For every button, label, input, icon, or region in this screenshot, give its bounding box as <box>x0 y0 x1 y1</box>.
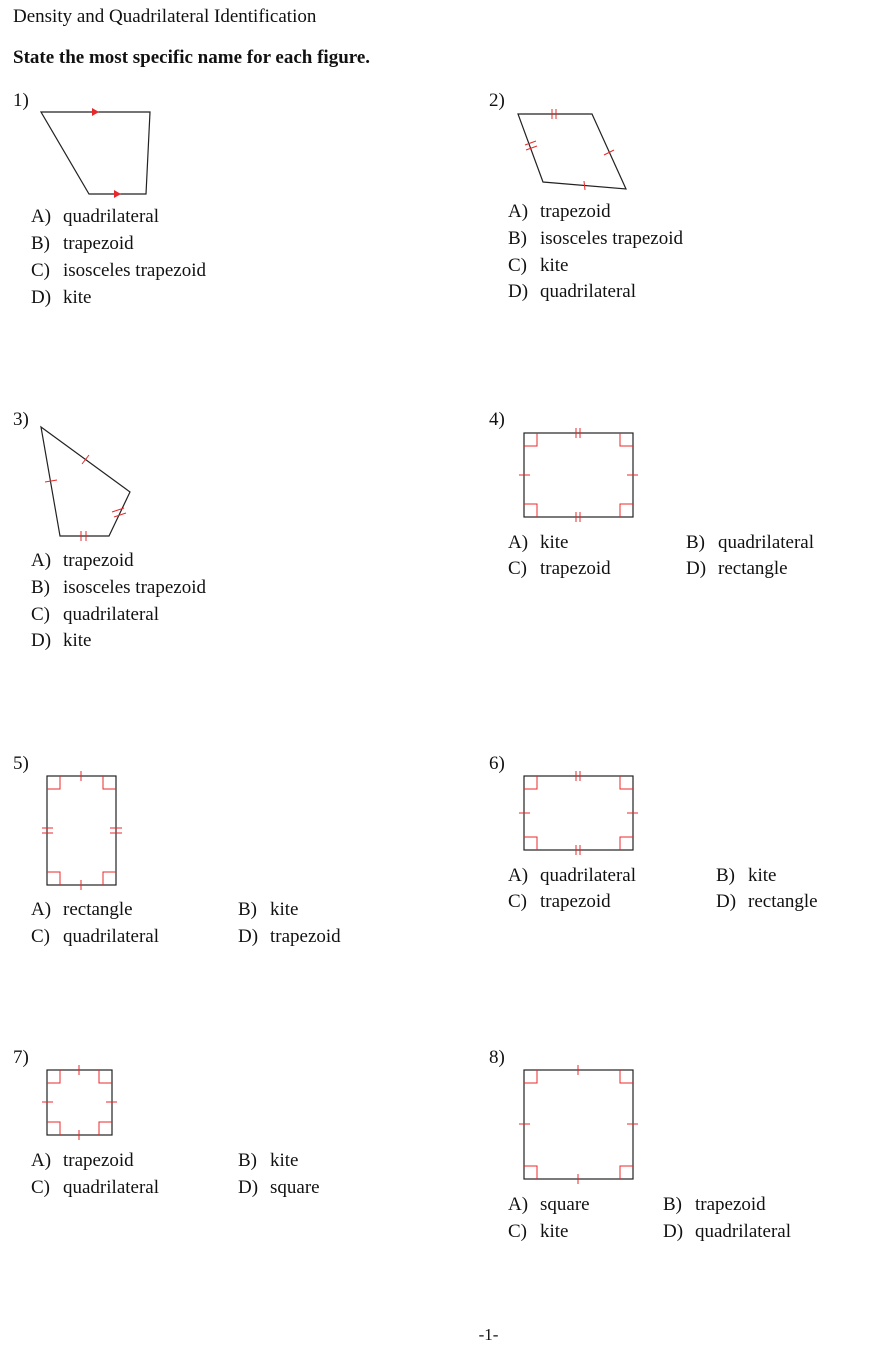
choice-a[interactable]: A)rectangle <box>31 899 133 920</box>
choice-d[interactable]: D)quadrilateral <box>508 281 637 302</box>
rectangle-figure <box>519 428 638 522</box>
kite-figure <box>40 425 131 541</box>
choice-d[interactable]: D)quadrilateral <box>663 1221 792 1242</box>
choice-d[interactable]: D)square <box>238 1177 320 1198</box>
parallel-arrow-icon <box>92 108 99 116</box>
choice-d[interactable]: D)rectangle <box>716 891 818 912</box>
choice-a[interactable]: A)trapezoid <box>508 201 611 222</box>
question-number: 5) <box>13 753 29 774</box>
square-figure <box>42 1065 117 1140</box>
choice-d[interactable]: D)kite <box>31 287 92 308</box>
choice-b[interactable]: B)isosceles trapezoid <box>508 228 683 249</box>
choice-a[interactable]: A)trapezoid <box>31 1150 134 1171</box>
question-number: 4) <box>489 409 505 430</box>
question-number: 2) <box>489 90 505 111</box>
choice-b[interactable]: B)kite <box>238 1150 299 1171</box>
choice-a[interactable]: A)quadrilateral <box>31 206 160 227</box>
choice-c[interactable]: C)kite <box>508 255 569 276</box>
choice-a[interactable]: A)square <box>508 1194 590 1215</box>
trapezoid-figure <box>39 108 151 198</box>
choice-d[interactable]: D)rectangle <box>686 558 788 579</box>
rectangle-figure <box>42 771 122 890</box>
choice-a[interactable]: A)trapezoid <box>31 550 134 571</box>
choice-d[interactable]: D)kite <box>31 630 92 651</box>
choice-b[interactable]: B)quadrilateral <box>686 532 815 553</box>
choice-a[interactable]: A)kite <box>508 532 569 553</box>
rectangle-figure <box>519 771 638 855</box>
kite-figure <box>517 109 627 191</box>
choice-a[interactable]: A)quadrilateral <box>508 865 637 886</box>
choice-d[interactable]: D)trapezoid <box>238 926 341 947</box>
page-title: Density and Quadrilateral Identification <box>13 6 317 27</box>
page-number: -1- <box>478 1325 499 1344</box>
question-number: 8) <box>489 1047 505 1068</box>
choice-c[interactable]: C)kite <box>508 1221 569 1242</box>
parallel-arrow-icon <box>114 190 121 198</box>
choice-c[interactable]: C)trapezoid <box>508 891 611 912</box>
choice-b[interactable]: B)trapezoid <box>31 233 134 254</box>
choice-b[interactable]: B)trapezoid <box>663 1194 766 1215</box>
choice-b[interactable]: B)kite <box>238 899 299 920</box>
square-figure <box>519 1065 638 1184</box>
choice-c[interactable]: C)isosceles trapezoid <box>31 260 206 281</box>
instructions: State the most specific name for each fi… <box>13 47 371 68</box>
choice-b[interactable]: B)kite <box>716 865 777 886</box>
question-number: 1) <box>13 90 29 111</box>
question-number: 7) <box>13 1047 29 1068</box>
question-number: 6) <box>489 753 505 774</box>
choice-c[interactable]: C)trapezoid <box>508 558 611 579</box>
choice-c[interactable]: C)quadrilateral <box>31 604 160 625</box>
choice-c[interactable]: C)quadrilateral <box>31 1177 160 1198</box>
question-number: 3) <box>13 409 29 430</box>
choice-b[interactable]: B)isosceles trapezoid <box>31 577 206 598</box>
choice-c[interactable]: C)quadrilateral <box>31 926 160 947</box>
